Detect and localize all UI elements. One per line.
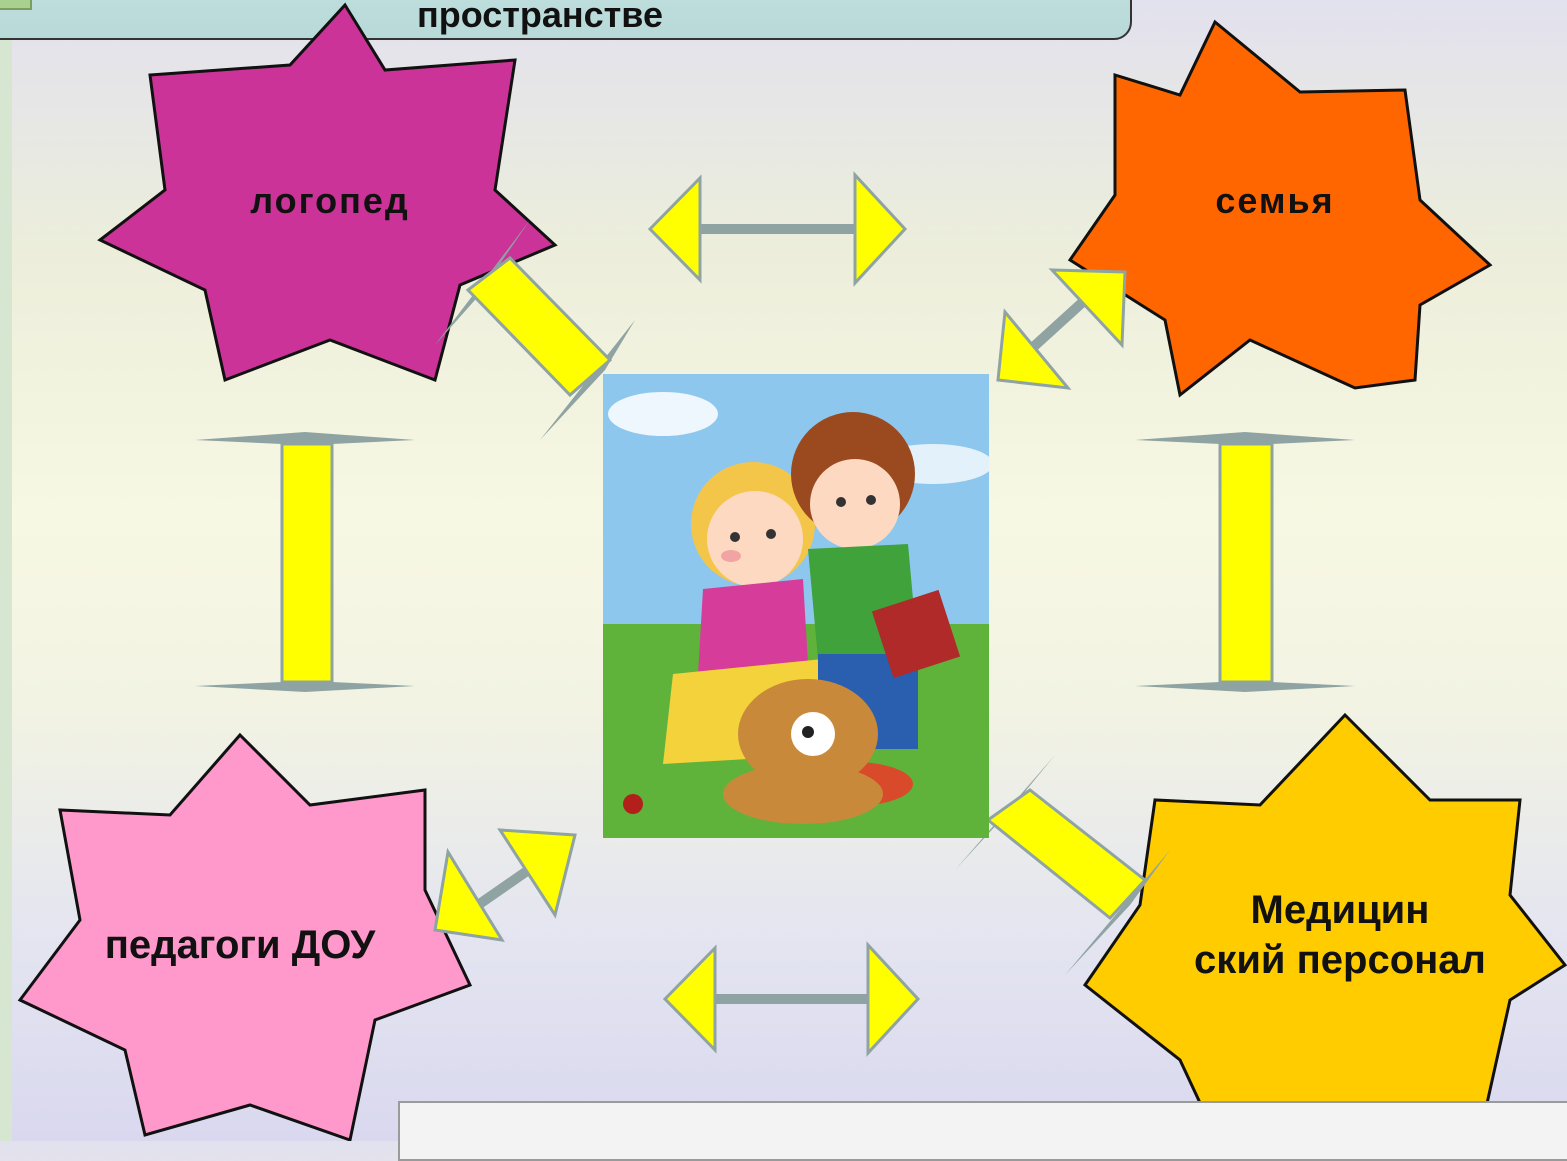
label-teachers: педагоги ДОУ xyxy=(104,923,376,967)
page-title: пространстве xyxy=(417,0,663,35)
connector-child-medical xyxy=(955,755,1170,975)
connector-left-vertical xyxy=(195,432,415,692)
label-medical: Медицин ский персонал xyxy=(1130,885,1550,985)
star-family xyxy=(1067,19,1493,398)
arrow-bottom-horizontal xyxy=(662,941,921,1057)
arrow-teachers-child xyxy=(433,828,577,942)
left-edge-strip xyxy=(0,0,12,1141)
title-tab xyxy=(0,0,32,10)
footer-panel xyxy=(398,1101,1567,1161)
label-medical-line2: ский персонал xyxy=(1194,938,1486,982)
label-family: семья xyxy=(1215,180,1335,221)
arrow-child-family xyxy=(996,268,1127,390)
connector-logoped-child xyxy=(435,220,635,440)
label-medical-line1: Медицин xyxy=(1250,888,1430,932)
star-logoped xyxy=(97,2,558,383)
star-teachers xyxy=(17,732,473,1141)
title-banner xyxy=(0,0,1132,40)
children-illustration xyxy=(603,374,989,838)
connector-right-vertical xyxy=(1135,432,1355,692)
arrow-top-horizontal xyxy=(647,171,908,287)
label-logoped: логопед xyxy=(250,180,410,221)
